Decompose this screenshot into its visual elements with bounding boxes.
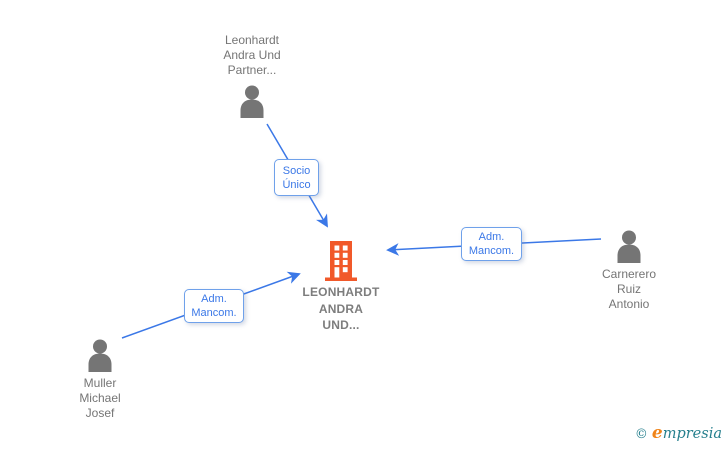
edge-label-adm-mancom-left: Adm. Mancom.	[184, 289, 244, 323]
edge-label-socio-unico: Socio Único	[274, 159, 319, 196]
person-icon	[236, 85, 268, 118]
node-right-person[interactable]: Carnerero Ruiz Antonio	[564, 230, 694, 312]
node-left-person[interactable]: Muller Michael Josef	[35, 339, 165, 421]
person-icon	[84, 339, 116, 372]
person-icon	[613, 230, 645, 263]
copyright-icon: ©	[634, 427, 648, 442]
empresia-logo[interactable]: ©empresia	[635, 423, 722, 443]
node-right-person-label: Carnerero Ruiz Antonio	[601, 267, 657, 311]
logo-text: mpresia	[662, 426, 722, 442]
building-icon	[324, 241, 358, 281]
node-company-label: LEONHARDT ANDRA UND...	[302, 285, 380, 332]
edge-label-adm-mancom-right: Adm. Mancom.	[461, 227, 522, 261]
logo-letter-e: e	[651, 423, 663, 443]
node-top-person[interactable]: Leonhardt Andra Und Partner...	[187, 33, 317, 118]
node-company[interactable]: LEONHARDT ANDRA UND...	[276, 241, 406, 334]
node-left-person-label: Muller Michael Josef	[79, 376, 121, 420]
node-top-person-label: Leonhardt Andra Und Partner...	[223, 33, 281, 77]
